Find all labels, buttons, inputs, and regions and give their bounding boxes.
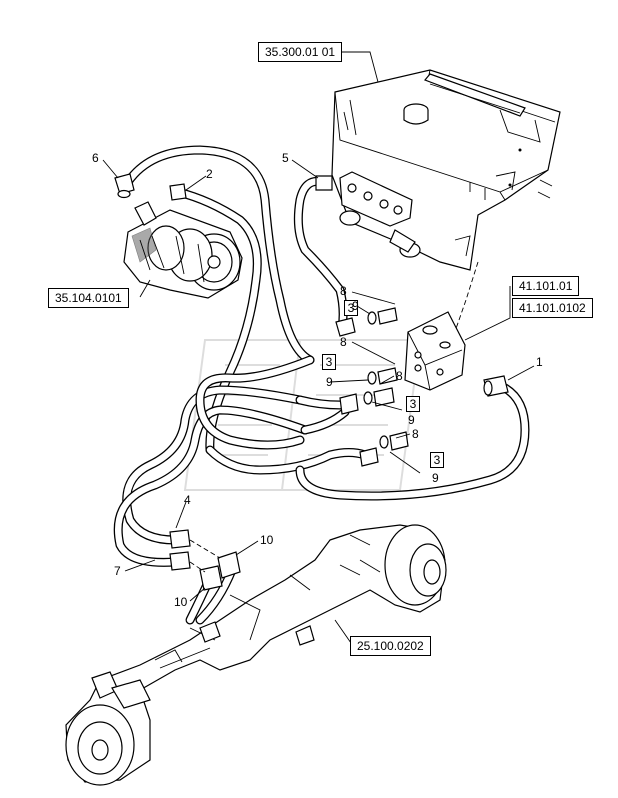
- callout-3c: 3: [406, 396, 420, 412]
- callout-8a: 8: [340, 284, 347, 298]
- axle-assembly: [65, 524, 447, 786]
- callout-9d: 9: [432, 471, 439, 485]
- callout-8b: 8: [340, 335, 347, 349]
- callout-9b: 9: [326, 375, 333, 389]
- ref-tank: 35.300.01 01: [258, 42, 343, 62]
- ref-pump: 35.104.0101: [48, 288, 129, 308]
- hydraulic-pump: [123, 201, 243, 299]
- callout-5: 5: [282, 151, 289, 165]
- ref-valve-b: 41.101.0102: [512, 298, 593, 318]
- callout-3b: 3: [322, 354, 336, 370]
- callout-3a: 3: [344, 300, 358, 316]
- callout-10b: 10: [174, 595, 188, 609]
- callout-2: 2: [206, 167, 213, 181]
- leader-lines: [102, 51, 535, 644]
- callout-4: 4: [184, 493, 191, 507]
- tank-valve-dashline: [451, 261, 479, 341]
- ref-valve-a: 41.101.01: [512, 276, 580, 296]
- callout-3d: 3: [430, 452, 444, 468]
- hydraulic-tank: [331, 69, 561, 271]
- control-valve: [404, 311, 466, 391]
- callout-7: 7: [114, 564, 121, 578]
- ref-axle: 25.100.0202: [350, 636, 431, 656]
- callout-9c: 9: [408, 413, 415, 427]
- callout-9a-visible: 9: [352, 299, 359, 313]
- callout-8d: 8: [412, 427, 419, 441]
- hoses: [113, 145, 530, 625]
- callout-6: 6: [92, 151, 99, 165]
- callout-10a: 10: [260, 533, 274, 547]
- callout-8c: 8: [396, 369, 403, 383]
- fittings: [114, 173, 509, 591]
- callout-1: 1: [536, 355, 543, 369]
